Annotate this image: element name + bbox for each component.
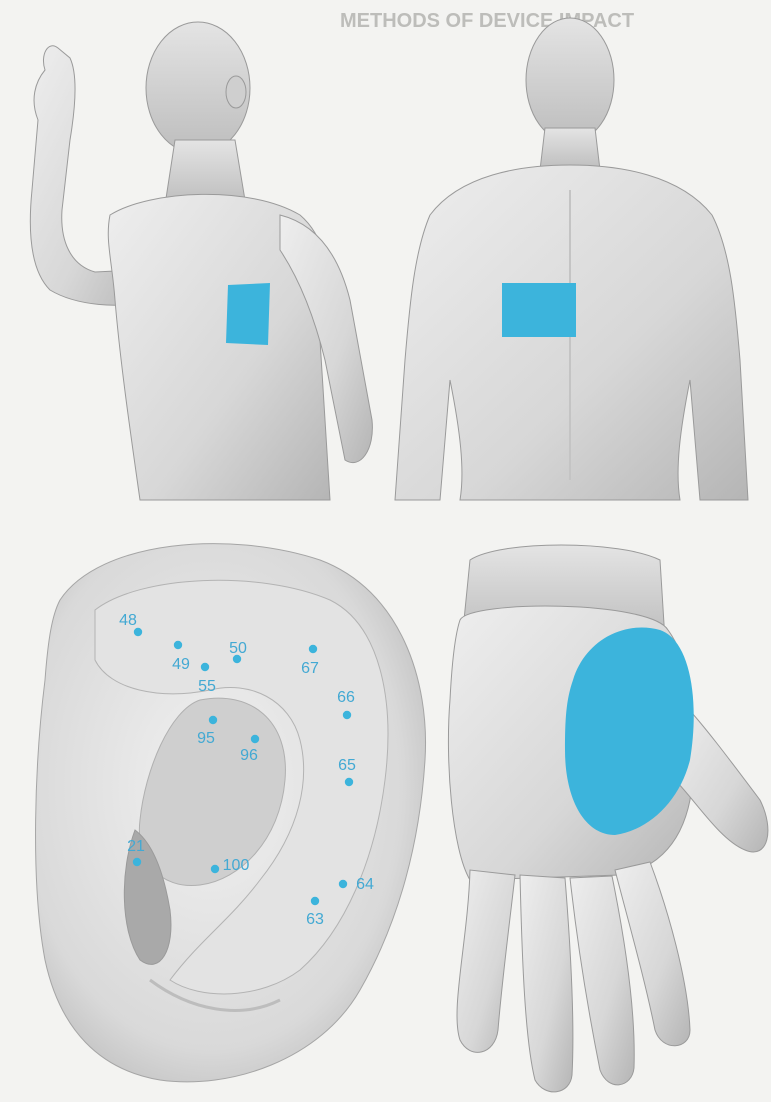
ear-point-dot-100 bbox=[211, 865, 219, 873]
ear-point-label-55: 55 bbox=[198, 678, 216, 695]
ear-point-dot-65 bbox=[345, 778, 353, 786]
ear-point-label-66: 66 bbox=[337, 689, 355, 706]
ear-point-label-65: 65 bbox=[338, 757, 356, 774]
ear-point-dot-96 bbox=[251, 735, 259, 743]
torso-side-figure bbox=[30, 22, 372, 500]
ear-point-label-63: 63 bbox=[306, 911, 324, 928]
ear-point-dot-21 bbox=[133, 858, 141, 866]
ear-point-label-64: 64 bbox=[356, 876, 374, 893]
ear-point-dot-49 bbox=[174, 641, 182, 649]
ear-point-dot-55 bbox=[201, 663, 209, 671]
palm-figure bbox=[448, 545, 767, 1092]
ear-point-dot-66 bbox=[343, 711, 351, 719]
ear-point-dot-48 bbox=[134, 628, 142, 636]
ear-point-label-100: 100 bbox=[223, 857, 250, 874]
torso-back-figure bbox=[395, 18, 748, 500]
ear-point-label-67: 67 bbox=[301, 660, 319, 677]
ear-point-dot-63 bbox=[311, 897, 319, 905]
ear-point-label-21: 21 bbox=[127, 838, 145, 855]
ear-point-label-96: 96 bbox=[240, 747, 258, 764]
ear-point-dot-95 bbox=[209, 716, 217, 724]
ear-point-label-50: 50 bbox=[229, 640, 247, 657]
ear-figure bbox=[36, 544, 426, 1082]
side-chest-zone bbox=[226, 283, 270, 345]
ear-point-label-49: 49 bbox=[172, 656, 190, 673]
ear-point-dot-67 bbox=[309, 645, 317, 653]
ear-point-label-95: 95 bbox=[197, 730, 215, 747]
ear-point-dot-64 bbox=[339, 880, 347, 888]
ear-point-label-48: 48 bbox=[119, 612, 137, 629]
back-zone bbox=[502, 283, 576, 337]
